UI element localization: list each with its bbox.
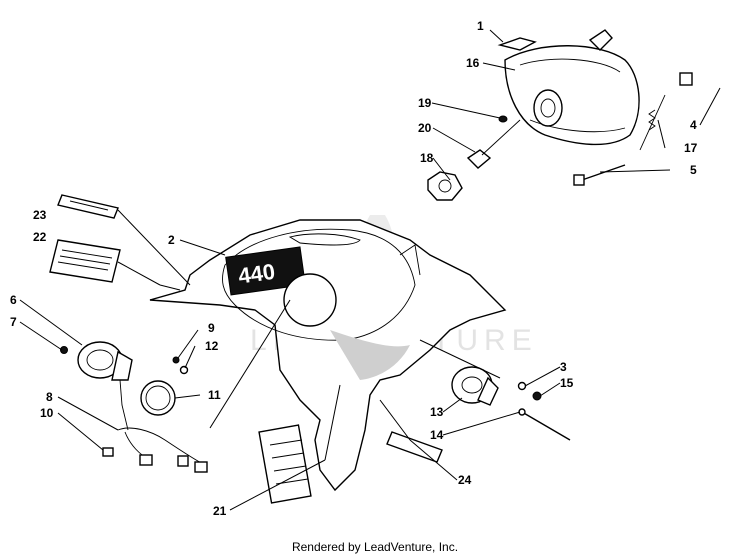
callout-18: 18 <box>420 151 434 165</box>
callout-3: 3 <box>560 360 567 374</box>
decal-23 <box>57 194 119 219</box>
hood-badge <box>225 246 306 296</box>
hood-badge-text: 440 <box>237 259 277 289</box>
footer-credit: Rendered by LeadVenture, Inc. <box>291 540 459 554</box>
gauge-assembly <box>60 341 208 473</box>
side-light-assembly <box>451 366 571 441</box>
callout-24: 24 <box>458 473 472 487</box>
callout-8: 8 <box>46 390 53 404</box>
decal-21 <box>258 424 312 504</box>
callout-21: 21 <box>213 504 227 518</box>
callout-9: 9 <box>208 321 215 335</box>
callout-23: 23 <box>33 208 47 222</box>
hood: 440 <box>149 219 507 492</box>
headlight-assembly <box>427 29 693 201</box>
callout-14: 14 <box>430 428 444 442</box>
callout-4: 4 <box>690 118 697 132</box>
callout-11: 11 <box>208 388 221 402</box>
callout-10: 10 <box>40 406 54 420</box>
leader-lines <box>19 29 721 511</box>
callout-19: 19 <box>418 96 432 110</box>
callout-13: 13 <box>430 405 444 419</box>
callout-2: 2 <box>168 233 175 247</box>
callout-15: 15 <box>560 376 574 390</box>
callouts: 1 2 3 4 5 6 7 8 9 10 11 12 13 14 15 16 1… <box>10 19 698 518</box>
callout-7: 7 <box>10 315 17 329</box>
callout-17: 17 <box>684 141 698 155</box>
callout-5: 5 <box>690 163 697 177</box>
callout-20: 20 <box>418 121 432 135</box>
decal-24 <box>386 431 443 463</box>
callout-12: 12 <box>205 339 219 353</box>
callout-6: 6 <box>10 293 17 307</box>
decal-22 <box>49 239 121 283</box>
callout-16: 16 <box>466 56 480 70</box>
callout-22: 22 <box>33 230 47 244</box>
callout-1: 1 <box>477 19 484 33</box>
